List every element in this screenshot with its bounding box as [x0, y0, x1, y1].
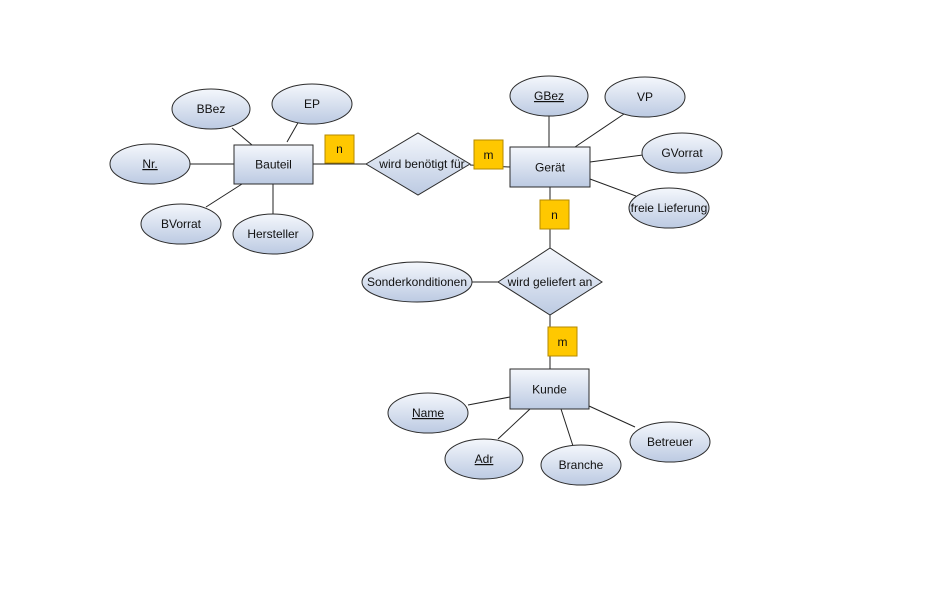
- cardinality-bauteil-benoetigt-label: n: [336, 142, 343, 156]
- attribute-ep: EP: [271, 83, 353, 125]
- attribute-bvorrat-label: BVorrat: [161, 217, 202, 231]
- attribute-freie-lieferung: freie Lieferung: [628, 187, 710, 229]
- relationship-wird-geliefert-an-label: wird geliefert an: [507, 275, 593, 289]
- attribute-adr-label: Adr: [475, 452, 494, 466]
- attribute-bvorrat: BVorrat: [140, 203, 222, 245]
- attribute-name-label: Name: [412, 406, 444, 420]
- attribute-betreuer-label: Betreuer: [647, 435, 693, 449]
- attribute-bbez-label: BBez: [197, 102, 226, 116]
- cardinality-geraet-geliefert-label: n: [551, 208, 558, 222]
- cardinality-geliefert-kunde: m: [547, 326, 578, 357]
- attribute-branche-label: Branche: [559, 458, 604, 472]
- cardinality-bauteil-benoetigt: n: [324, 134, 355, 164]
- entity-kunde: Kunde: [509, 368, 590, 410]
- attribute-branche: Branche: [540, 444, 622, 486]
- cardinality-geraet-geliefert: n: [539, 199, 570, 230]
- entity-bauteil-label: Bauteil: [255, 158, 292, 172]
- attribute-nr-label: Nr.: [142, 157, 157, 171]
- attribute-nr: Nr.: [109, 143, 191, 185]
- cardinality-benoetigt-geraet: m: [473, 139, 504, 170]
- entity-kunde-label: Kunde: [532, 383, 567, 397]
- relationship-wird-geliefert-an: wird geliefert an: [497, 247, 603, 316]
- attribute-vp-label: VP: [637, 90, 653, 104]
- attribute-vp: VP: [604, 76, 686, 118]
- attribute-gvorrat: GVorrat: [641, 132, 723, 174]
- attribute-freie-lieferung-label: freie Lieferung: [631, 201, 708, 215]
- entity-geraet: Gerät: [509, 146, 591, 188]
- attribute-hersteller: Hersteller: [232, 213, 314, 255]
- attribute-gbez: GBez: [509, 75, 589, 117]
- attribute-gvorrat-label: GVorrat: [661, 146, 703, 160]
- attribute-hersteller-label: Hersteller: [247, 227, 298, 241]
- cardinality-geliefert-kunde-label: m: [558, 335, 568, 349]
- attribute-name: Name: [387, 392, 469, 434]
- attribute-betreuer: Betreuer: [629, 421, 711, 463]
- relationship-wird-benoetigt-fuer: wird benötigt für: [365, 132, 471, 196]
- attribute-bbez: BBez: [171, 88, 251, 130]
- attribute-gbez-label: GBez: [534, 89, 564, 103]
- attribute-sonderkonditionen: Sonderkonditionen: [361, 261, 473, 303]
- attribute-adr: Adr: [444, 438, 524, 480]
- relationship-wird-benoetigt-fuer-label: wird benötigt für: [378, 157, 464, 171]
- attribute-ep-label: EP: [304, 97, 320, 111]
- attribute-sonderkonditionen-label: Sonderkonditionen: [367, 275, 467, 289]
- cardinality-benoetigt-geraet-label: m: [484, 148, 494, 162]
- entity-bauteil: Bauteil: [233, 144, 314, 185]
- entity-geraet-label: Gerät: [535, 161, 566, 175]
